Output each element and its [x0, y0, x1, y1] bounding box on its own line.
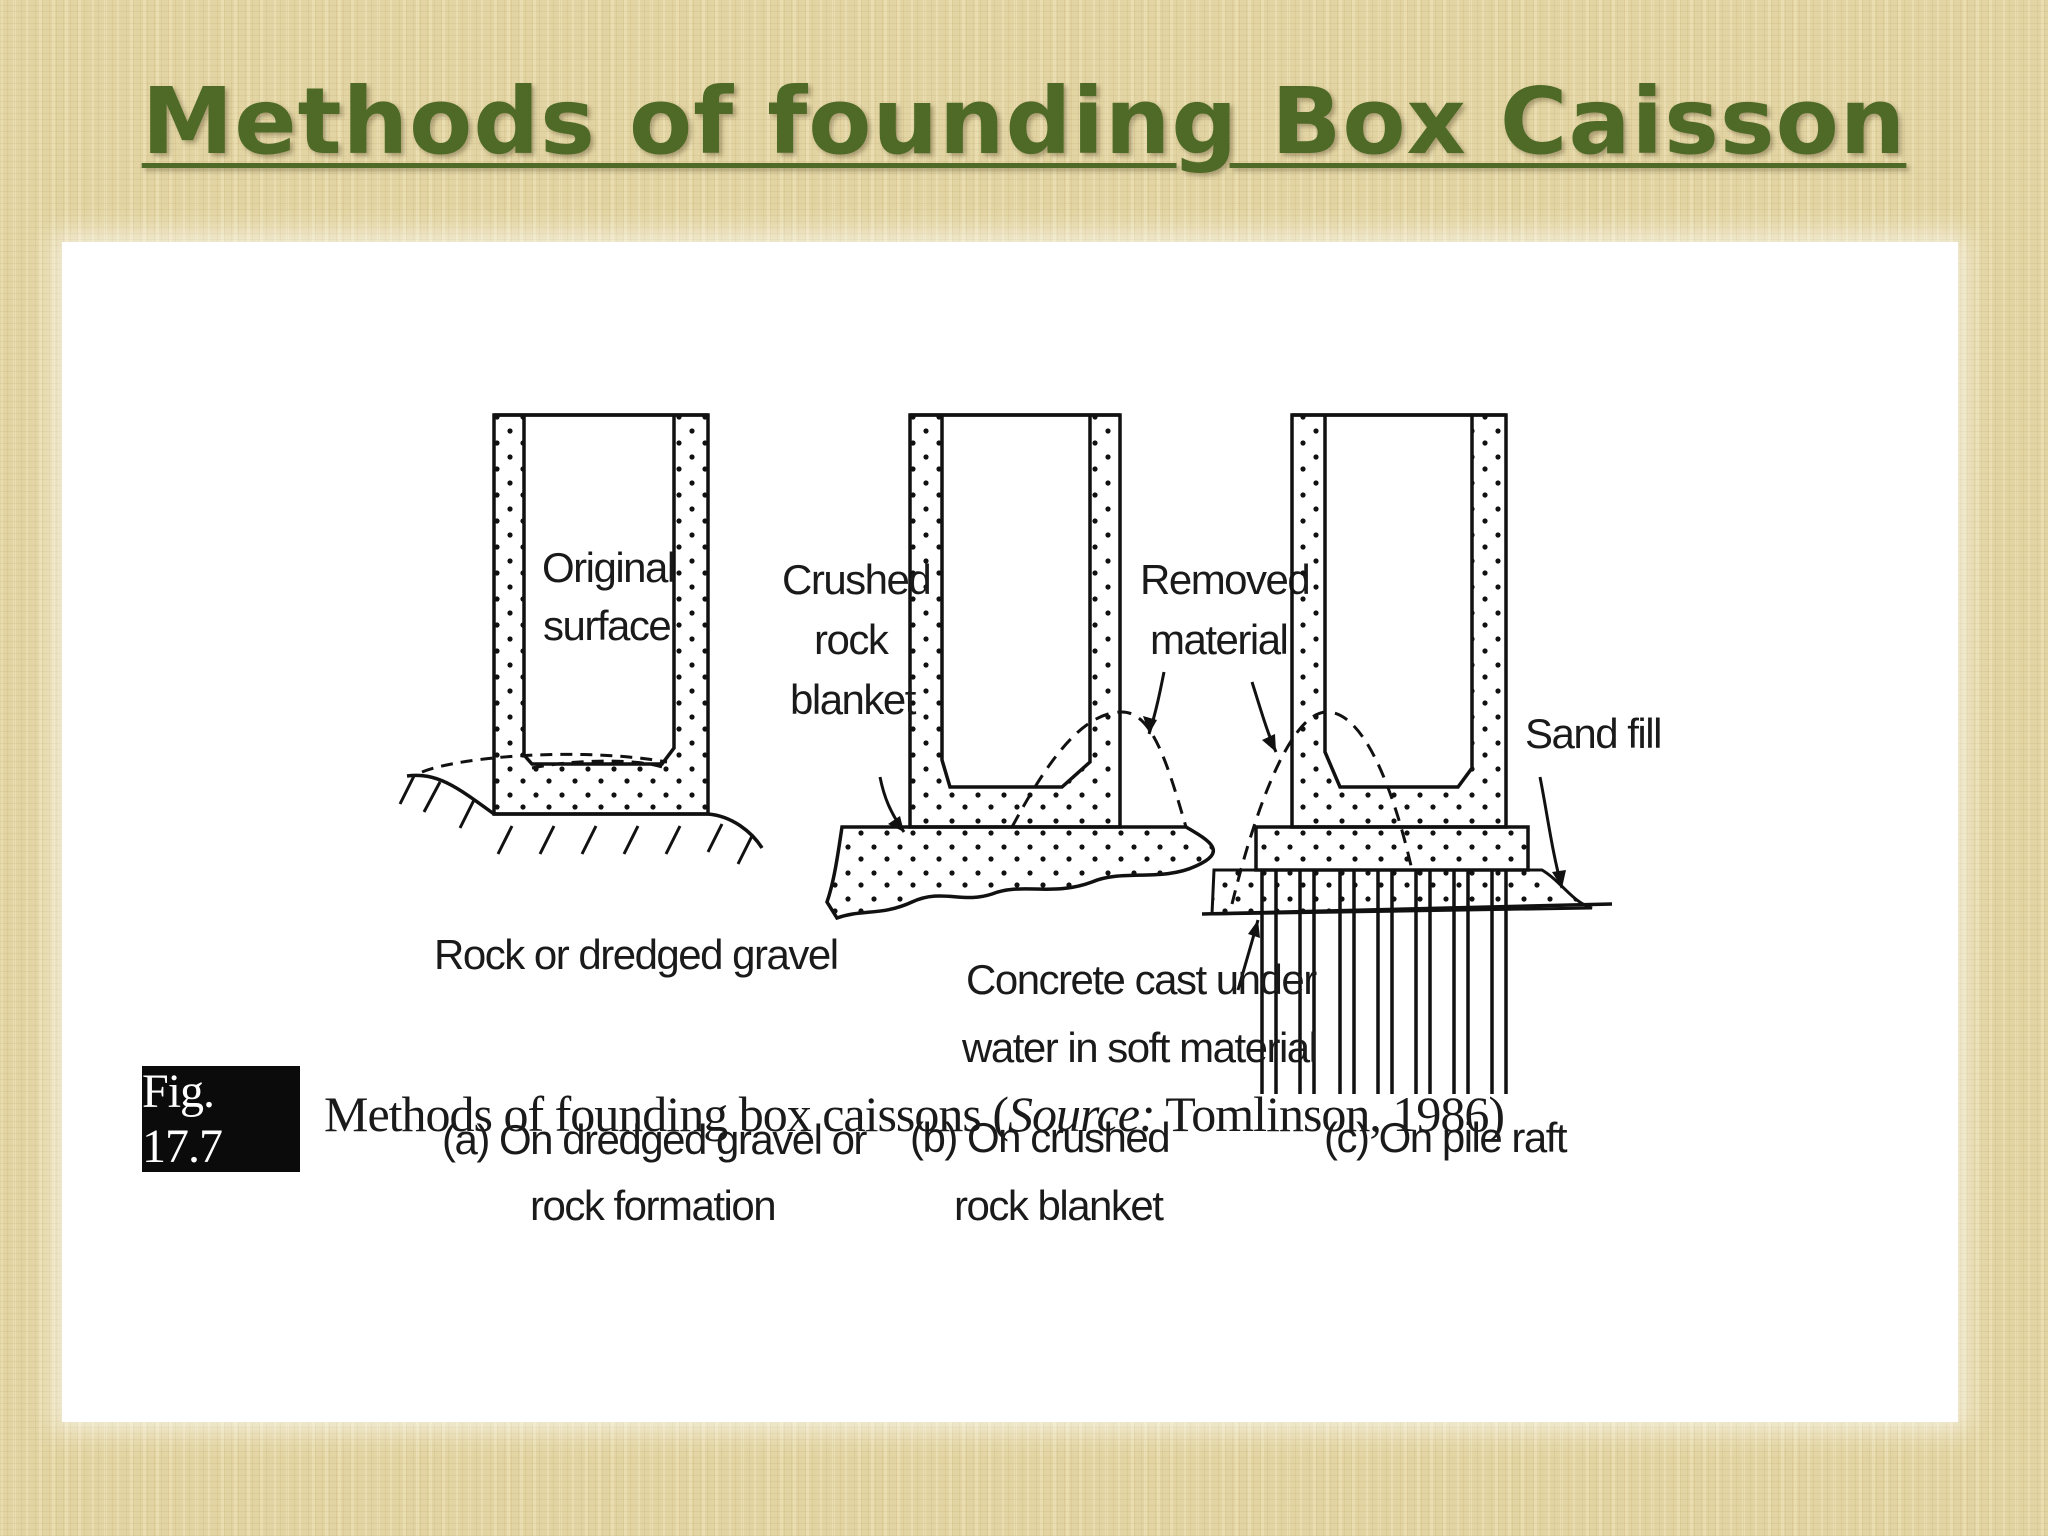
caisson-b — [908, 413, 1122, 829]
figure-panel: Original surface Rock or dredged gravel … — [62, 242, 1958, 1422]
pile-raft-c — [1254, 825, 1530, 872]
rock-formation-a — [398, 752, 764, 865]
rock-blanket-b — [825, 825, 1216, 921]
figure-number-badge: Fig. 17.7 — [142, 1065, 300, 1173]
caption-text-before: Methods of founding box caissons ( — [324, 1086, 1009, 1142]
caption-b-line1: (b) On crushed — [910, 1114, 1169, 1161]
removed-material-outline-b — [1010, 710, 1188, 828]
label-sand-fill: Sand fill — [1525, 710, 1661, 757]
concrete-cast-outline-c — [1230, 710, 1414, 905]
label-concrete-line2: water in soft material — [961, 1024, 1316, 1071]
caption-text-after: Tomlinson, 1986) — [1154, 1086, 1505, 1142]
sand-fill-c — [1201, 868, 1613, 916]
label-crushed: Crushed — [782, 556, 930, 603]
caption-c: (c) On pile raft — [1324, 1114, 1568, 1161]
label-original-surface-2: surface — [543, 602, 670, 649]
caption-b-line2: rock blanket — [954, 1182, 1164, 1229]
caisson-c — [1290, 413, 1508, 829]
caption-source-label: Source: — [1008, 1086, 1156, 1142]
label-blanket: blanket — [790, 676, 917, 723]
label-original-surface-1: Original — [542, 544, 675, 591]
caption-a-line1: (a) On dredged gravel or — [442, 1116, 867, 1163]
slide-title: Methods of founding Box Caisson — [141, 68, 1907, 175]
label-removed: Removed — [1140, 556, 1309, 603]
piles-c — [1260, 870, 1508, 1094]
label-concrete-line1: Concrete cast under — [966, 956, 1317, 1003]
figure-caption: Methods of founding box caissons (Source… — [324, 1085, 1505, 1143]
caption-a-line2: rock formation — [530, 1182, 775, 1229]
label-rock: rock — [814, 616, 890, 663]
label-material: material — [1150, 616, 1287, 663]
caisson-diagram: Original surface Rock or dredged gravel … — [398, 413, 1662, 1229]
label-rock-or-dredged-gravel: Rock or dredged gravel — [434, 931, 838, 978]
